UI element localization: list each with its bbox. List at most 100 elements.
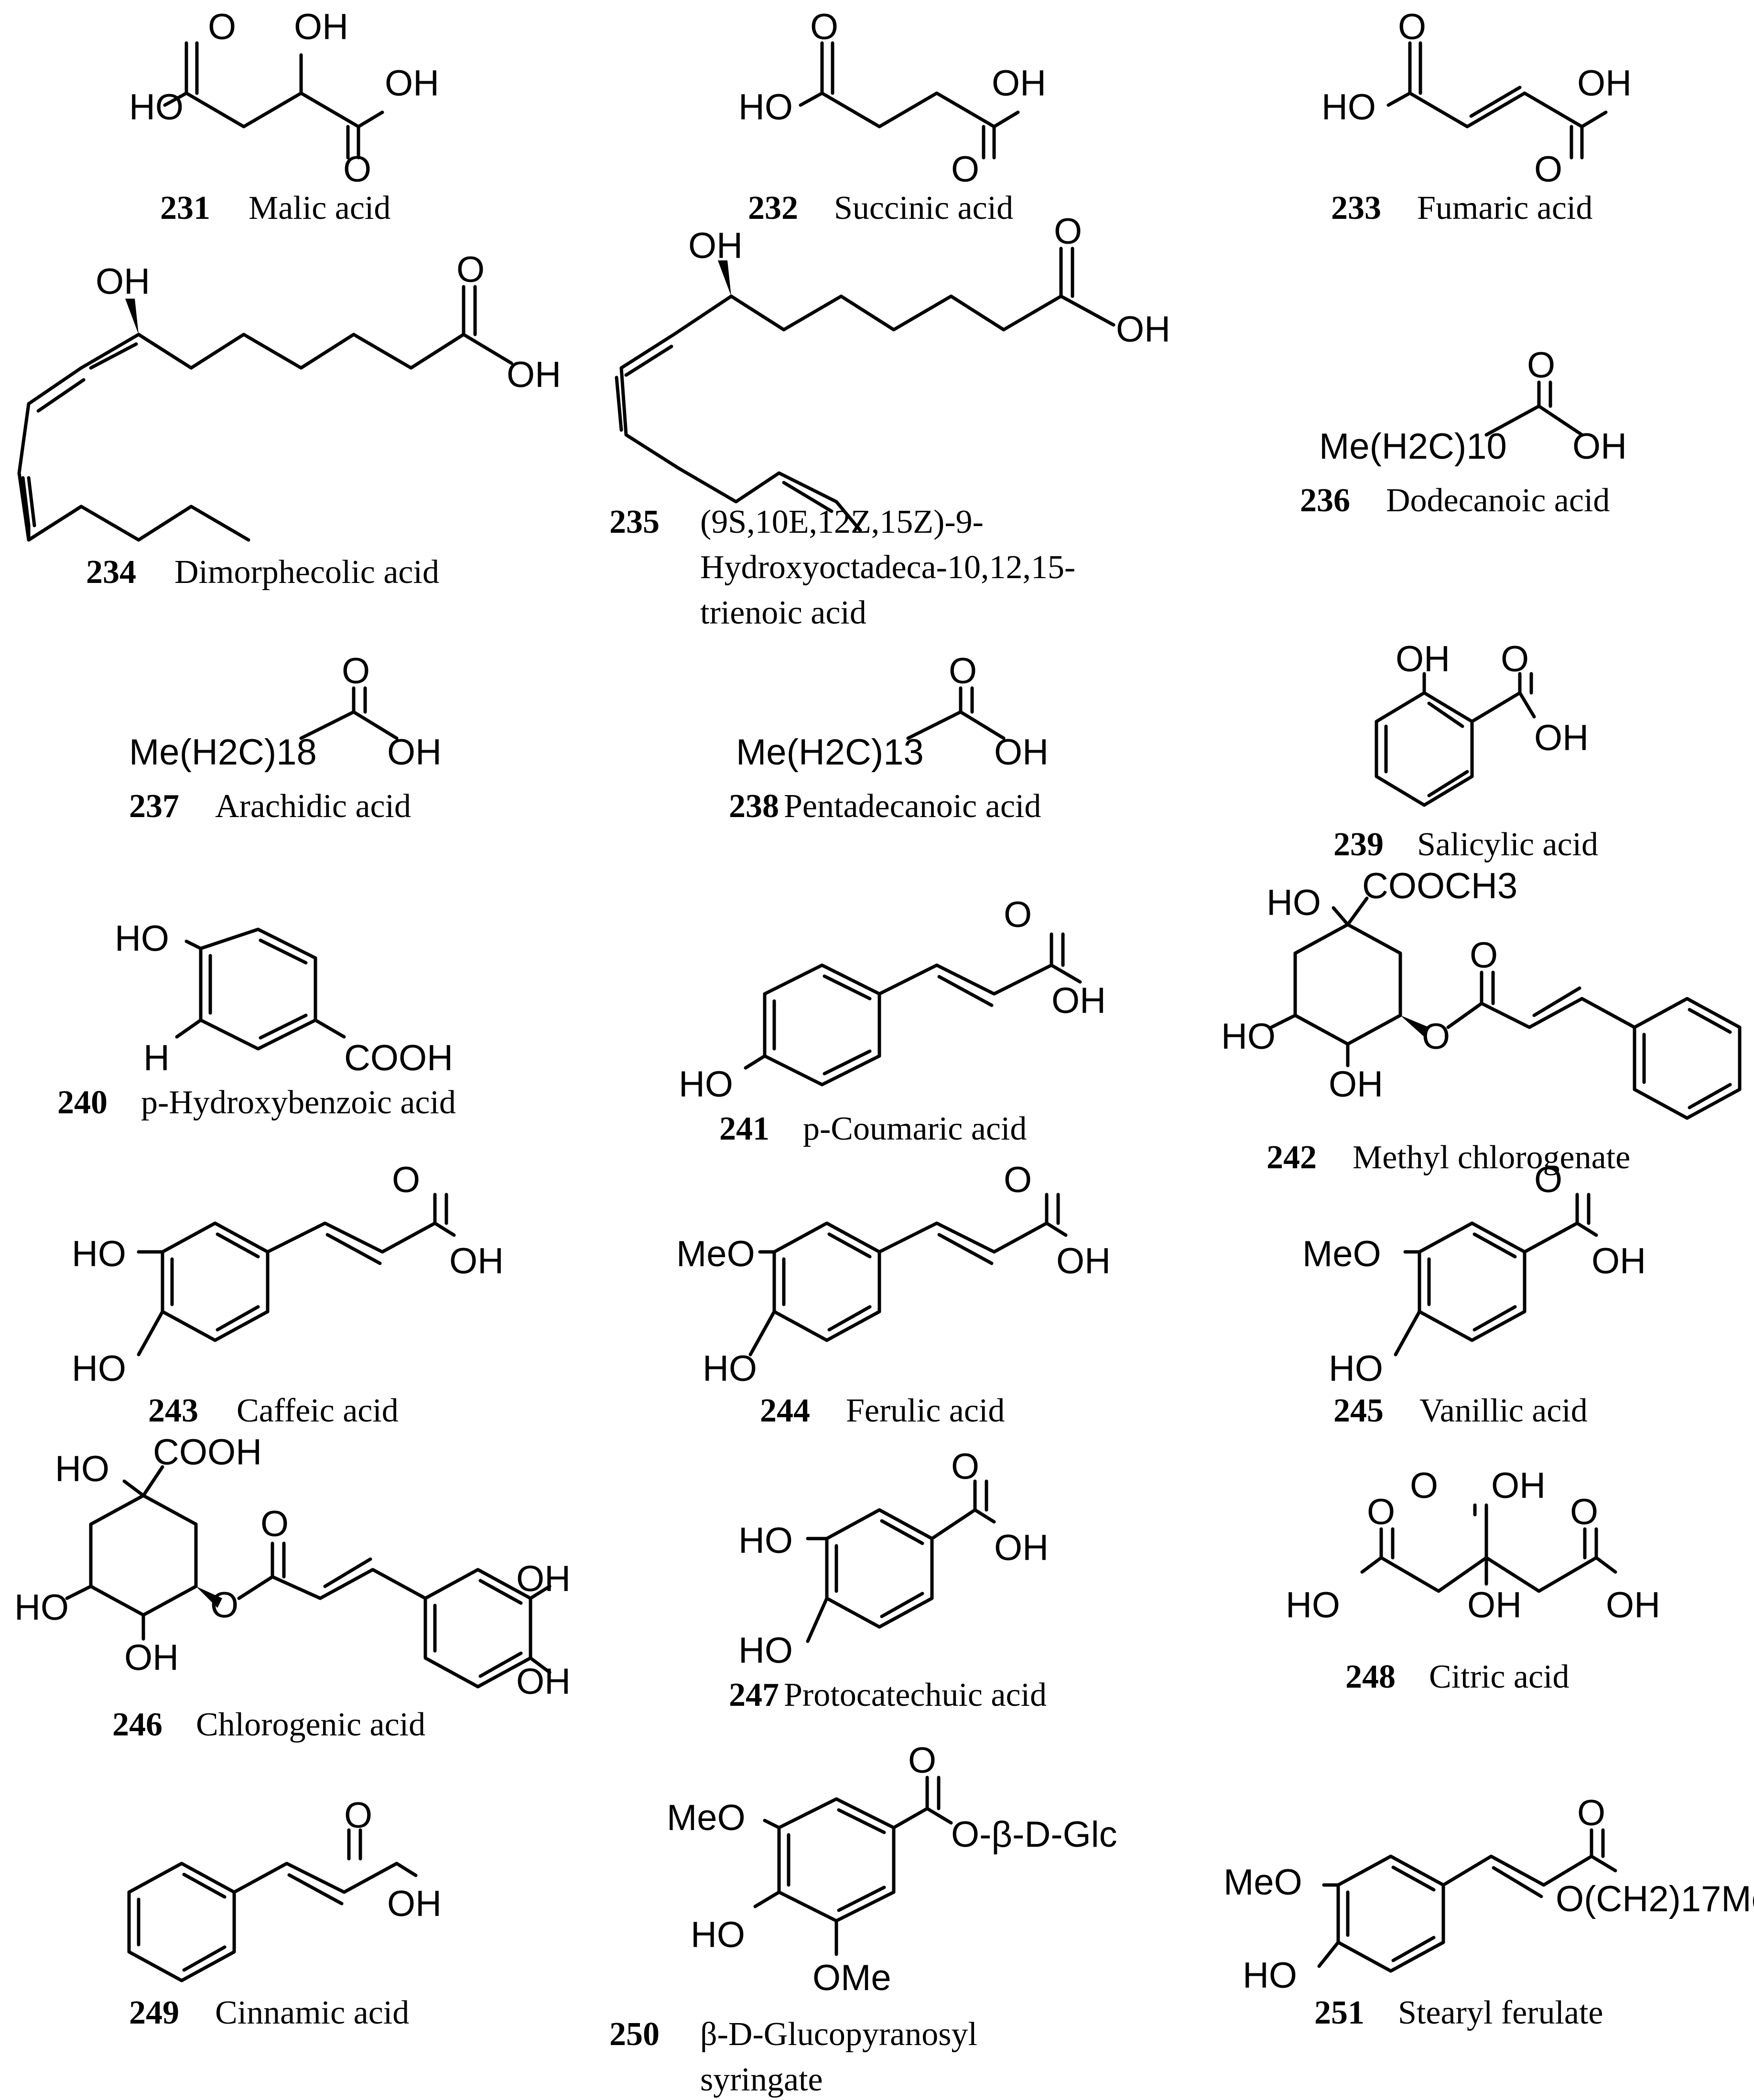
structure-235: OH O OH — [615, 211, 1170, 532]
atom-o: O — [951, 1446, 979, 1487]
structure-249: O OH — [127, 1795, 442, 1982]
structure-242: HO COOCH3 HO OH O O — [1221, 866, 1742, 1120]
atom-meo: MeO — [1302, 1234, 1381, 1274]
atom-o: O — [342, 651, 370, 691]
atom-oh: OH — [387, 732, 442, 773]
atom-o: O — [1470, 935, 1498, 976]
compound-number: 238 — [729, 788, 779, 825]
compound-number: 232 — [748, 190, 798, 226]
atom-o: O — [1398, 7, 1426, 47]
compound-name: Caffeic acid — [237, 1392, 399, 1429]
atom-o: O — [1367, 1492, 1395, 1532]
compound-number: 237 — [129, 788, 179, 825]
compound-number: 244 — [760, 1392, 810, 1429]
atom-o: O — [1534, 149, 1562, 190]
atom-oh: OH — [994, 732, 1049, 773]
compound-name: Malic acid — [249, 190, 390, 226]
compound-name: p-Hydroxybenzoic acid — [141, 1084, 456, 1121]
structure-234: OH O OH — [17, 249, 561, 542]
compound-number: 247 — [729, 1677, 779, 1713]
atom-oh: OH — [516, 1559, 571, 1599]
atom-oh: OH — [1396, 639, 1450, 679]
atom-ho: HO — [1286, 1585, 1340, 1626]
compound-name: Protocatechuic acid — [784, 1677, 1047, 1713]
compound-name: (9S,10E,12Z,15Z)-9- — [700, 504, 984, 540]
atom-ho: HO — [1267, 883, 1321, 923]
atom-oh: OH — [994, 1528, 1049, 1568]
atom-oh: OH — [992, 63, 1046, 104]
atom-o: O — [1054, 211, 1082, 252]
compound-name: Citric acid — [1429, 1658, 1570, 1695]
compound-name-line3: trienoic acid — [700, 594, 866, 631]
atom-o: O — [343, 149, 371, 190]
atom-oh: OH — [1116, 309, 1170, 350]
atom-oh: OH — [294, 7, 348, 47]
atom-cooh: COOH — [153, 1432, 262, 1473]
compound-number: 249 — [129, 1994, 179, 2031]
structure-238: O Me(H2C)13 OH — [736, 651, 1049, 773]
atom-ho: HO — [72, 1348, 126, 1389]
atom-ho: HO — [55, 1449, 109, 1489]
atom-ho: HO — [738, 1520, 793, 1561]
structure-251: O O(CH2)17Me MeO HO — [1223, 1793, 1754, 1996]
atom-h: H — [143, 1038, 170, 1078]
compound-name: Vanillic acid — [1419, 1392, 1588, 1429]
atom-meo: MeO — [1223, 1862, 1302, 1903]
compound-name: Succinic acid — [834, 190, 1013, 226]
atom-ho: HO — [703, 1348, 757, 1389]
atom-o: O — [951, 149, 979, 190]
atom-oh: OH — [1491, 1465, 1546, 1506]
structure-240: HO H COOH — [115, 918, 453, 1078]
atom-o: O — [810, 7, 838, 47]
atom-ho: HO — [1243, 1955, 1297, 1996]
atom-meo: MeO — [676, 1234, 755, 1274]
compound-number: 231 — [160, 190, 210, 226]
compound-number: 251 — [1314, 1994, 1364, 2031]
atom-o: O — [344, 1795, 372, 1836]
structure-241: O OH HO — [679, 894, 1106, 1105]
structure-247: O OH HO HO — [738, 1446, 1049, 1671]
compound-name: Salicylic acid — [1417, 826, 1598, 863]
structure-248: O O OH O HO OH OH — [1286, 1465, 1660, 1626]
atom-o: O — [392, 1160, 420, 1200]
compound-name-line2: syringate — [700, 2061, 823, 2098]
compound-number: 240 — [57, 1084, 108, 1121]
atom-oh: OH — [96, 261, 150, 302]
atom-o-glc: O-β-D-Glc — [951, 1814, 1117, 1855]
compound-name: Ferulic acid — [846, 1392, 1005, 1429]
compound-name: Pentadecanoic acid — [784, 788, 1041, 825]
compound-number: 235 — [609, 504, 660, 540]
compound-number: 233 — [1331, 190, 1381, 226]
atom-ho: HO — [14, 1587, 69, 1628]
atom-meo: MeO — [667, 1798, 746, 1838]
structure-232: O HO OH O — [738, 7, 1046, 190]
atom-me-h2c-13: Me(H2C)13 — [736, 732, 924, 773]
atom-ho: HO — [679, 1064, 733, 1105]
structure-244: O OH MeO HO — [676, 1160, 1111, 1389]
compound-name: Stearyl ferulate — [1398, 1994, 1603, 2031]
atom-oh: OH — [1467, 1585, 1522, 1626]
compound-name-line2: Hydroxyoctadeca-10,12,15- — [700, 549, 1075, 586]
compound-name: Dimorphecolic acid — [174, 554, 439, 591]
atom-o: O — [1570, 1492, 1598, 1532]
atom-cooch3: COOCH3 — [1362, 866, 1517, 906]
compound-name: Chlorogenic acid — [196, 1706, 425, 1743]
atom-oh: OH — [1577, 63, 1632, 104]
atom-oh: OH — [688, 226, 743, 266]
compound-number: 239 — [1333, 826, 1384, 863]
atom-oh: OH — [1606, 1585, 1660, 1626]
atom-o: O — [1534, 1160, 1562, 1200]
atom-oh: OH — [385, 63, 439, 104]
atom-o: O — [456, 249, 485, 290]
compound-name: Methyl chlorogenate — [1353, 1139, 1630, 1176]
structure-236: O Me(H2C)10 OH — [1319, 345, 1627, 467]
compound-number: 246 — [112, 1706, 162, 1743]
atom-o: O — [908, 1740, 936, 1781]
atom-o: O — [1004, 1160, 1032, 1200]
compound-name: Arachidic acid — [215, 788, 411, 825]
atom-ho: HO — [72, 1234, 126, 1274]
atom-o: O — [949, 651, 977, 691]
atom-o: O — [260, 1504, 289, 1544]
atom-o: O — [1527, 345, 1555, 386]
structure-239: OH O OH — [1375, 639, 1589, 807]
